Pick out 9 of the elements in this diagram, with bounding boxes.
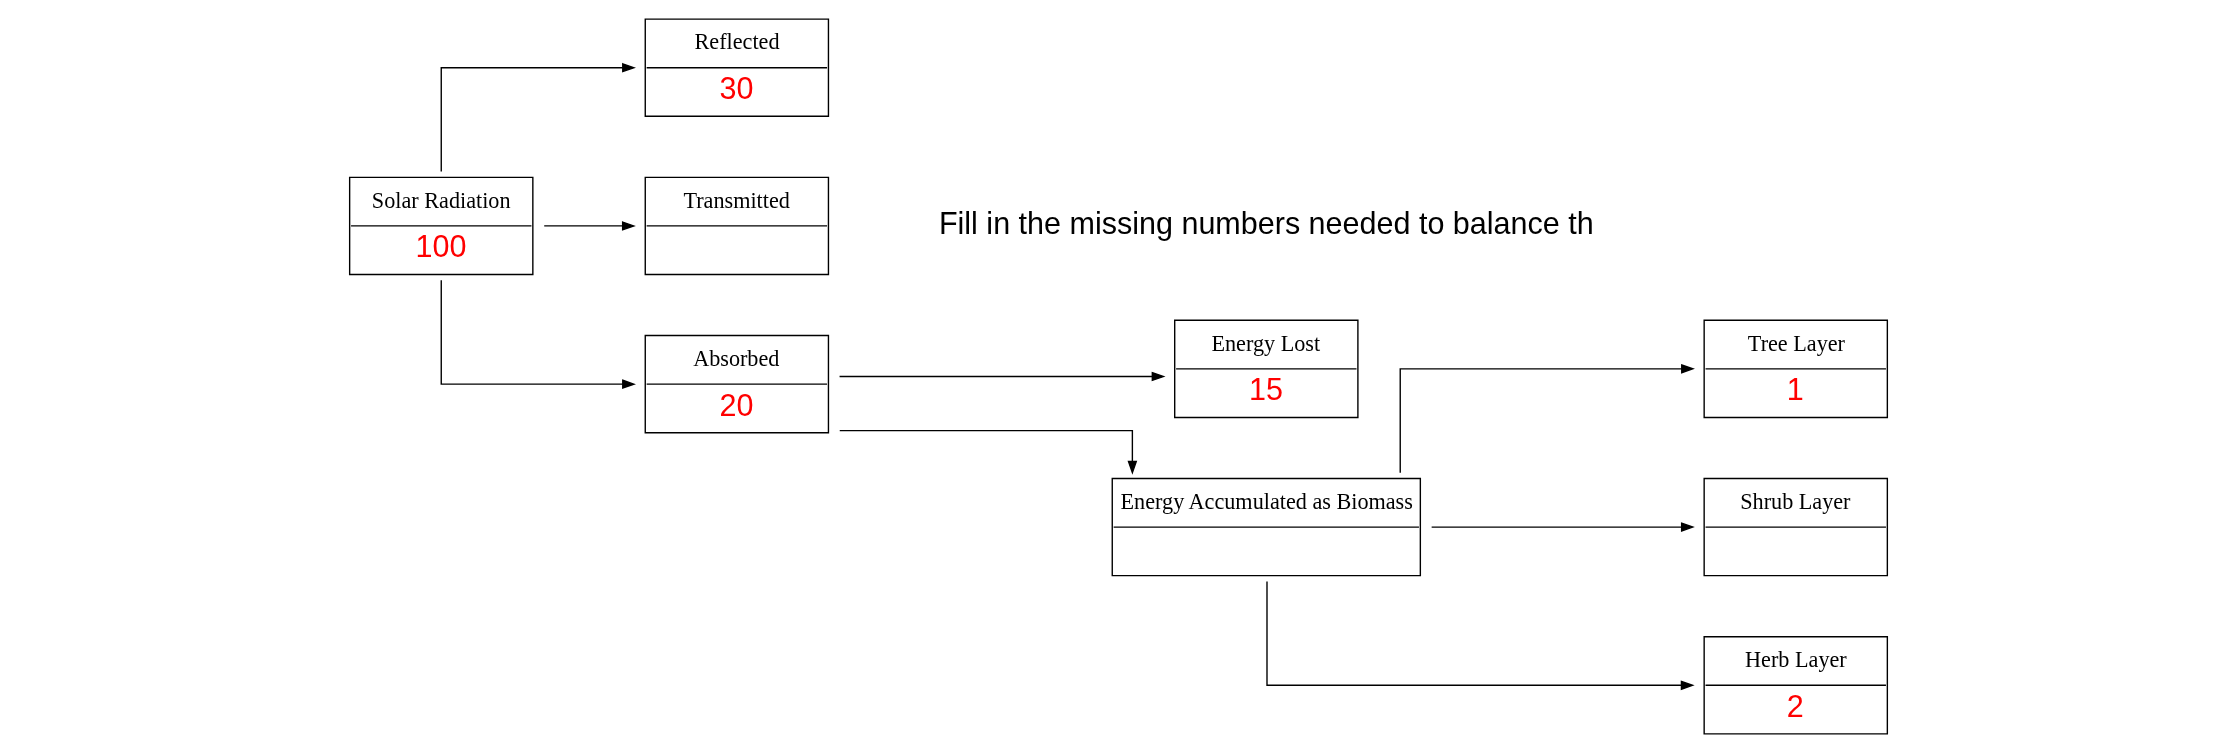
arrow [838,371,1166,382]
arrow [839,429,1138,475]
arrow [1266,580,1695,691]
arrow [543,221,636,231]
arrow [1430,522,1695,532]
arrow [440,279,636,389]
label: Fill in the missing numbers needed to balance th [938,205,1594,240]
arrow [440,62,636,173]
arrow [1399,364,1695,474]
